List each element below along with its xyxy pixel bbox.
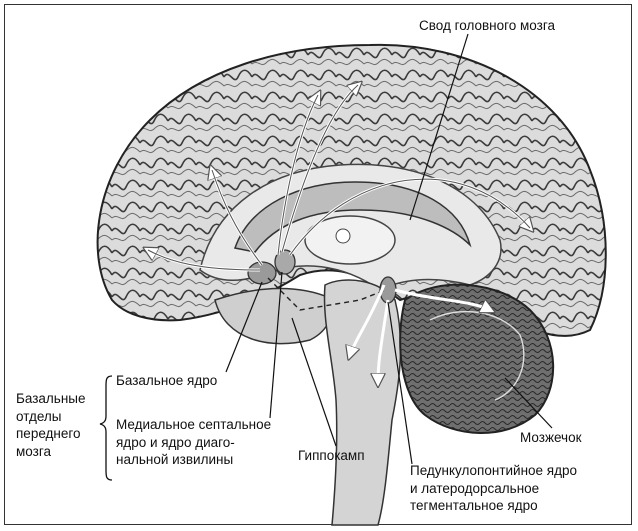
- label-line: и латеродорсальное: [410, 480, 577, 498]
- label-fornix: Свод головного мозга: [419, 17, 555, 34]
- label-line: нальной извилины: [116, 451, 271, 469]
- label-line: Медиальное септальное: [116, 416, 271, 434]
- basal-nucleus-marker: [248, 262, 276, 284]
- label-line: тегментальное ядро: [410, 497, 577, 515]
- basal-forebrain-brace: [100, 376, 112, 480]
- label-line: Педункулопонтийное ядро: [410, 462, 577, 480]
- label-pedunculopontine: Педункулопонтийное ядро и латеродорсальн…: [410, 462, 577, 515]
- label-medial-septal: Медиальное септальное ядро и ядро диаго-…: [116, 416, 271, 469]
- label-line: мозга: [16, 443, 86, 461]
- label-line: ядро и ядро диаго-: [116, 434, 271, 452]
- label-line: переднего: [16, 425, 86, 443]
- label-cerebellum: Мозжечок: [520, 429, 581, 446]
- label-basal-forebrain: Базальные отделы переднего мозга: [16, 390, 86, 460]
- label-hippocampus: Гиппокамп: [298, 447, 365, 464]
- label-line: Базальные: [16, 390, 86, 408]
- label-line: отделы: [16, 408, 86, 426]
- label-basal-nucleus: Базальное ядро: [116, 372, 217, 389]
- temporal-lobe: [215, 288, 332, 343]
- brainstem: [324, 280, 400, 525]
